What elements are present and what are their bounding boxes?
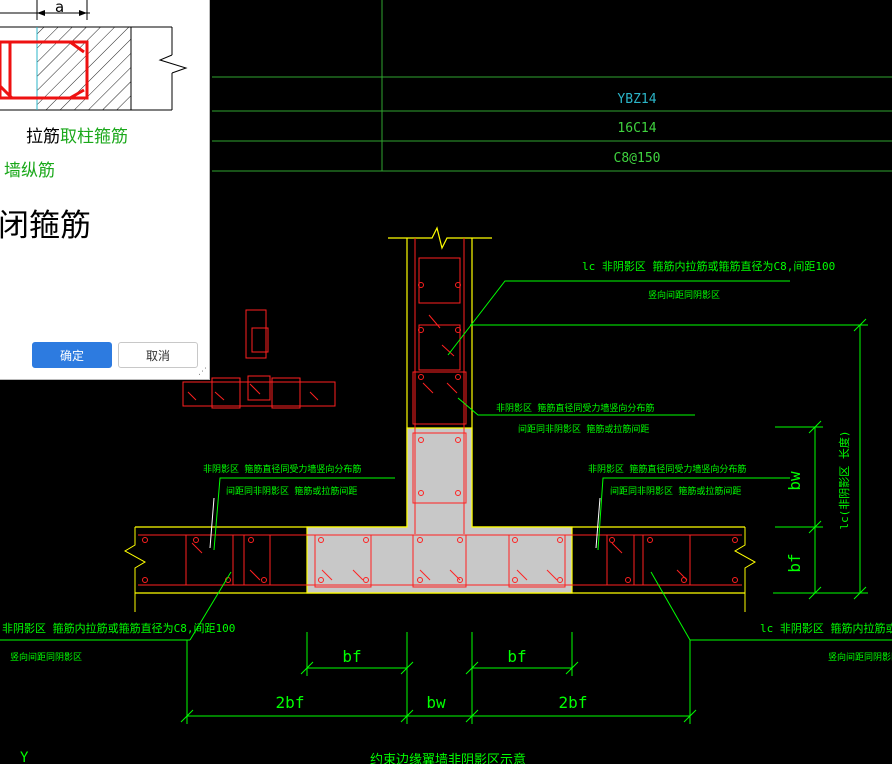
table-cell-longitudinal-bars: 16C14: [617, 121, 656, 136]
note-left-main: 非阴影区 箍筋直径同受力墙竖向分布筋: [203, 463, 361, 475]
dim-bf-left: bf: [342, 647, 361, 666]
table-cell-stirrups: C8@150: [614, 151, 661, 166]
t-wall-section: [123, 226, 757, 612]
dim-bf-right: bf: [507, 647, 526, 666]
dimension-lines: [180, 318, 868, 724]
dim-2bf-right: 2bf: [559, 693, 588, 712]
resize-grip-icon[interactable]: ⋰: [198, 367, 207, 377]
dim-lc-vertical: lc(非阴影区 长度): [837, 430, 851, 529]
note-mid-sub: 间距同非阴影区 箍筋或拉筋间距: [518, 423, 649, 435]
note-bottom-left-main: 非阴影区 箍筋内拉筋或箍筋直径为C8,间距100: [2, 621, 235, 635]
drawing-title: 约束边缘翼墙非阴影区示意: [370, 752, 526, 764]
note-right-main: 非阴影区 箍筋直径同受力墙竖向分布筋: [588, 463, 746, 475]
note-left-sub: 间距同非阴影区 箍筋或拉筋间距: [226, 485, 357, 497]
table-cell-column-id: YBZ14: [617, 92, 656, 107]
leader-lines: [0, 280, 892, 641]
cancel-button[interactable]: 取消: [118, 342, 198, 368]
dim-bw-vertical: bw: [785, 471, 804, 491]
tie-detail-sketch: [182, 309, 336, 409]
note-bottom-left-sub: 竖向间距同阴影区: [10, 651, 82, 663]
dialog-preview-diagram: a: [0, 0, 188, 111]
stirrup-settings-dialog: a 拉筋取柱箍筋 墙纵筋 闭箍筋 确定 取消 ⋰: [0, 0, 210, 380]
preview-label-row: 拉筋取柱箍筋: [26, 122, 128, 147]
note-bottom-right-main: lc 非阴影区 箍筋内拉筋或箍筋直径为C8,间距10: [760, 621, 892, 635]
note-top-sub: 竖向间距同阴影区: [648, 289, 720, 301]
ucs-y-axis-label: Y: [20, 750, 29, 764]
table-grid: [212, 0, 892, 172]
dim-a-label: a: [55, 0, 64, 16]
note-mid-main: 非阴影区 箍筋直径同受力墙竖向分布筋: [496, 402, 654, 414]
leader-lines-white: [209, 497, 601, 549]
note-bottom-right-sub: 竖向间距同阴影区: [828, 651, 892, 663]
ok-button[interactable]: 确定: [32, 342, 112, 368]
dim-bw-bottom: bw: [426, 693, 446, 712]
dim-2bf-left: 2bf: [276, 693, 305, 712]
note-right-sub: 间距同非阴影区 箍筋或拉筋间距: [610, 485, 741, 497]
label-column-stirrup: 取柱箍筋: [60, 127, 128, 147]
label-closed-stirrup: 闭箍筋: [0, 208, 91, 244]
dim-bf-vertical: bf: [785, 553, 804, 572]
label-tie: 拉筋: [26, 127, 60, 147]
note-top-main: lc 非阴影区 箍筋内拉筋或箍筋直径为C8,间距100: [582, 259, 835, 273]
label-wall-longitudinal: 墙纵筋: [4, 161, 55, 181]
